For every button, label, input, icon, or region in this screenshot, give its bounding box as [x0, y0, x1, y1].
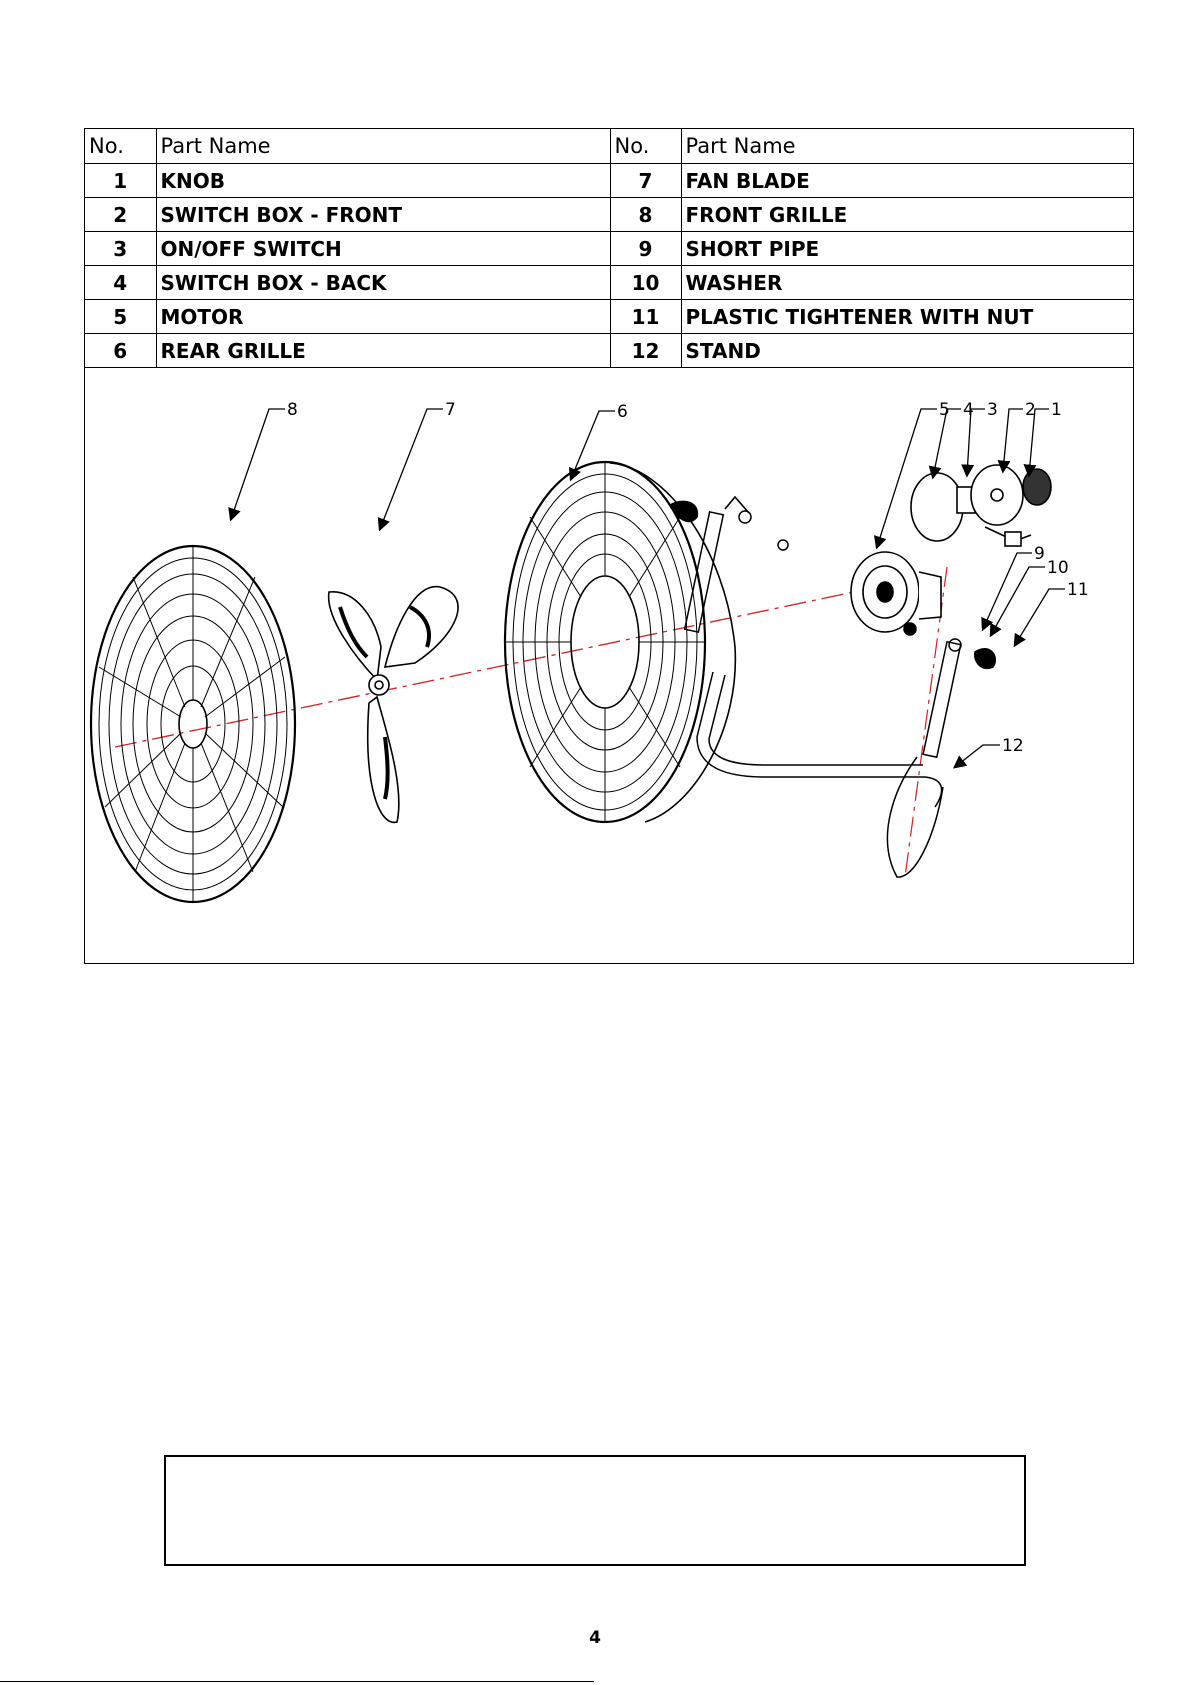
part-number: 6	[85, 334, 156, 368]
part-number: 2	[85, 198, 156, 232]
part-number: 8	[610, 198, 681, 232]
header-no: No.	[85, 129, 156, 164]
part-name: WASHER	[681, 266, 1133, 300]
page-number: 4	[570, 1628, 620, 1648]
part-name: REAR GRILLE	[156, 334, 610, 368]
callout-number: 9	[1034, 544, 1045, 564]
parts-sheet: No. Part Name No. Part Name 1 KNOB 7 FAN…	[84, 128, 1134, 964]
rear-grille-drawing	[505, 462, 735, 822]
table-row: 6 REAR GRILLE 12 STAND	[85, 334, 1133, 368]
assembly-axis-line	[115, 575, 935, 747]
callout-number: 5	[939, 400, 950, 420]
fan-blade-drawing	[329, 587, 458, 823]
table-row: 1 KNOB 7 FAN BLADE	[85, 164, 1133, 198]
header-part-name: Part Name	[681, 129, 1133, 164]
part-number: 12	[610, 334, 681, 368]
exploded-view-drawing: 8 7 6 5 4 3 2 1 9 10 11 12	[85, 367, 1133, 963]
empty-note-box	[164, 1455, 1026, 1566]
part-name: ON/OFF SWITCH	[156, 232, 610, 266]
callout-number: 8	[287, 400, 298, 420]
callout-number: 4	[963, 400, 974, 420]
part-number: 5	[85, 300, 156, 334]
callout-number: 12	[1002, 736, 1024, 756]
part-number: 3	[85, 232, 156, 266]
exploded-fan-diagram: 8 7 6 5 4 3 2 1 9 10 11 12	[85, 367, 1133, 963]
callout-number: 11	[1067, 580, 1089, 600]
part-name: SWITCH BOX - BACK	[156, 266, 610, 300]
part-number: 10	[610, 266, 681, 300]
table-row: 5 MOTOR 11 PLASTIC TIGHTENER WITH NUT	[85, 300, 1133, 334]
bottom-rule	[0, 1681, 594, 1682]
part-name: KNOB	[156, 164, 610, 198]
part-number: 9	[610, 232, 681, 266]
table-header-row: No. Part Name No. Part Name	[85, 129, 1133, 164]
table-row: 4 SWITCH BOX - BACK 10 WASHER	[85, 266, 1133, 300]
part-number: 1	[85, 164, 156, 198]
part-name: SHORT PIPE	[681, 232, 1133, 266]
part-number: 7	[610, 164, 681, 198]
callout-number: 7	[445, 400, 456, 420]
front-grille-drawing	[91, 546, 295, 902]
header-part-name: Part Name	[156, 129, 610, 164]
callout-number: 3	[987, 400, 998, 420]
part-number: 4	[85, 266, 156, 300]
switch-box-drawing	[911, 465, 1051, 546]
part-name: FAN BLADE	[681, 164, 1133, 198]
callout-number: 2	[1025, 400, 1036, 420]
header-no: No.	[610, 129, 681, 164]
stand-drawing	[670, 497, 995, 877]
part-name: SWITCH BOX - FRONT	[156, 198, 610, 232]
table-row: 3 ON/OFF SWITCH 9 SHORT PIPE	[85, 232, 1133, 266]
parts-table: No. Part Name No. Part Name 1 KNOB 7 FAN…	[85, 129, 1133, 368]
callout-number: 6	[617, 402, 628, 422]
callout-number: 1	[1051, 400, 1062, 420]
part-name: FRONT GRILLE	[681, 198, 1133, 232]
table-row: 2 SWITCH BOX - FRONT 8 FRONT GRILLE	[85, 198, 1133, 232]
callout-number: 10	[1047, 558, 1069, 578]
motor-drawing	[851, 552, 941, 632]
part-name: STAND	[681, 334, 1133, 368]
part-name: PLASTIC TIGHTENER WITH NUT	[681, 300, 1133, 334]
part-name: MOTOR	[156, 300, 610, 334]
part-number: 11	[610, 300, 681, 334]
